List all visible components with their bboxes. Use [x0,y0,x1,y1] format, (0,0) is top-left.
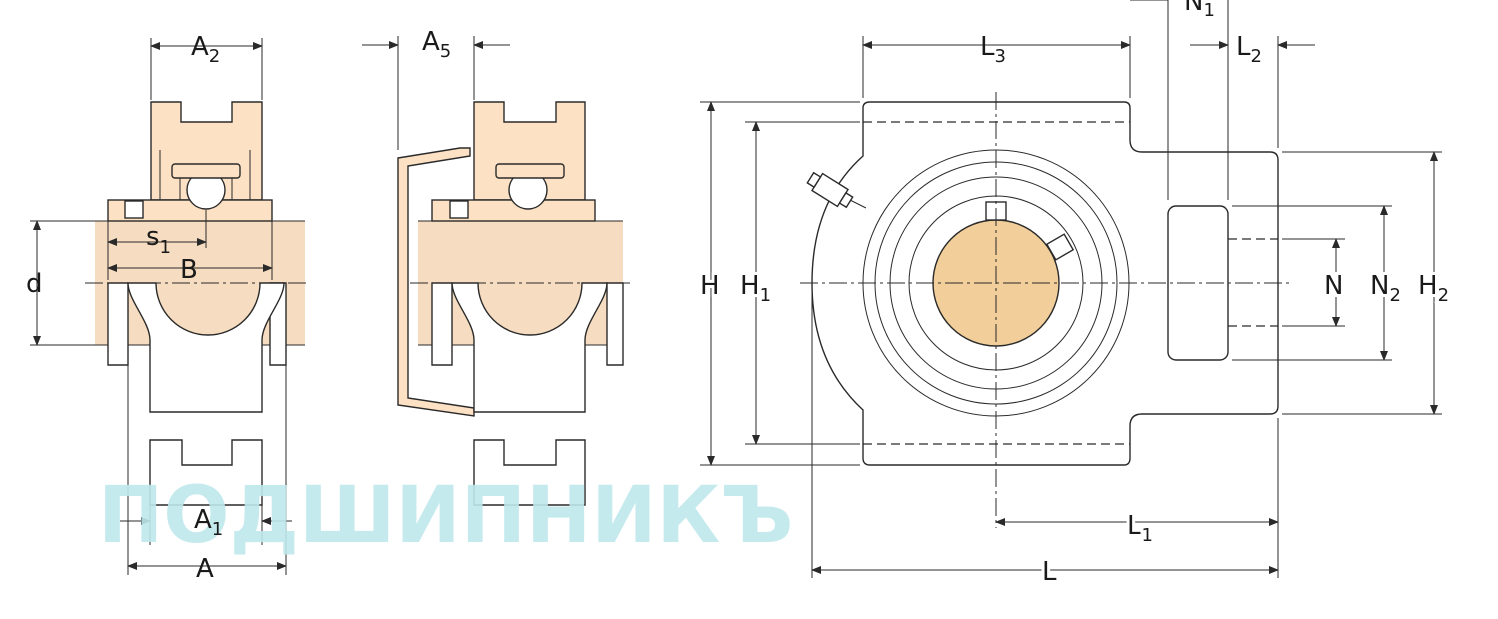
label-L: L [1042,557,1057,587]
label-B: B [180,255,198,285]
label-A5: A5 [422,27,451,62]
end-cover [397,147,475,417]
label-H1: H1 [740,271,771,306]
label-A2: A2 [191,32,220,67]
label-s1: s1 [146,222,171,258]
section-view-left [30,38,310,575]
label-L3: L3 [980,32,1006,67]
label-N: N [1324,271,1343,301]
label-d: d [26,269,43,299]
set-screw [124,200,144,219]
grease-nipple-icon [806,171,854,209]
label-N2: N2 [1370,271,1401,306]
label-L1: L1 [1127,511,1153,546]
label-A: A [196,554,214,584]
section-view-middle [362,36,630,506]
label-H: H [700,271,720,301]
label-L2: L2 [1236,32,1262,67]
label-H2: H2 [1418,271,1449,306]
watermark-text: ПОДШИПНИКЪ [98,471,794,561]
label-A1: A1 [194,505,223,540]
front-view-right [700,0,1442,578]
label-N1: N1 [1184,0,1215,21]
